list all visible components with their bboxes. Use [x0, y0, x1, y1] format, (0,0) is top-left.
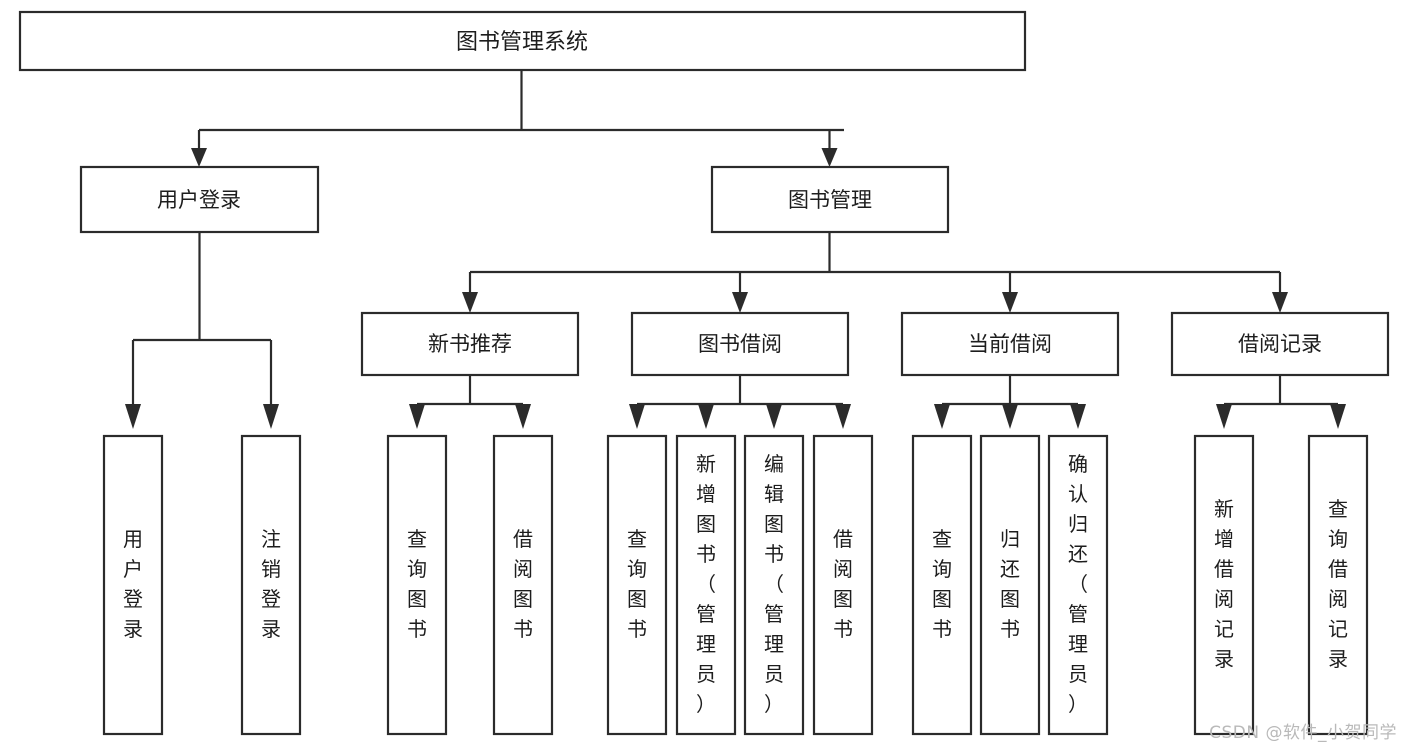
- connectors-borrowrecord-to-leaves: [1216, 375, 1346, 429]
- connectors-currentborrow-to-leaves: [934, 375, 1086, 429]
- leaf-node[interactable]: 查询图书: [386, 434, 448, 736]
- leaf-borrow-query-box[interactable]: [606, 434, 668, 736]
- node-book-manage-label: 图书管理: [788, 188, 872, 212]
- arrow-head-leaf-current-2: [1002, 404, 1018, 429]
- leaf-current-confirm-label: 确认归还（管理员）: [1068, 452, 1088, 716]
- leaf-node[interactable]: 查询图书: [911, 434, 973, 736]
- leaf-borrow-query-label: 查询图书: [627, 527, 647, 641]
- leaf-current-confirm-box[interactable]: [1047, 434, 1109, 736]
- leaf-node[interactable]: 新增图书（管理员）: [675, 434, 737, 736]
- leaf-node[interactable]: 归还图书: [979, 434, 1041, 736]
- leaf-current-return-box[interactable]: [979, 434, 1041, 736]
- node-user-login[interactable]: 用户登录: [79, 165, 320, 234]
- leaf-node[interactable]: 查询借阅记录: [1307, 434, 1369, 736]
- arrow-head-leaf-bookborrow-2: [698, 404, 714, 429]
- node-book-manage[interactable]: 图书管理: [710, 165, 950, 234]
- connectors-root-to-level2: [191, 70, 844, 167]
- leaf-current-return-label: 归还图书: [1000, 527, 1020, 641]
- node-book-manage-box[interactable]: [710, 165, 950, 234]
- connectors-bookborrow-to-leaves: [629, 375, 851, 429]
- leaf-node[interactable]: 新增借阅记录: [1193, 434, 1255, 736]
- node-book-borrow-label: 图书借阅: [698, 332, 782, 356]
- leaf-newbook-query-box[interactable]: [386, 434, 448, 736]
- leaf-node[interactable]: 编辑图书（管理员）: [743, 434, 805, 736]
- arrow-head-leaf-record-2: [1330, 404, 1346, 429]
- arrow-head-user-login: [191, 148, 207, 167]
- leaf-newbook-borrow-label: 借阅图书: [513, 527, 533, 641]
- leaf-node[interactable]: 确认归还（管理员）: [1047, 434, 1109, 736]
- leaf-node[interactable]: 注销登录: [240, 434, 302, 736]
- arrow-head-leaf-user-login-2: [263, 404, 279, 429]
- node-root-label: 图书管理系统: [456, 30, 588, 55]
- arrow-head-newbook: [462, 292, 478, 313]
- node-user-login-label: 用户登录: [157, 188, 241, 212]
- leaf-borrow-add-box[interactable]: [675, 434, 737, 736]
- leaf-node[interactable]: 借阅图书: [812, 434, 874, 736]
- leaf-borrow-add-label: 新增图书（管理员）: [696, 452, 716, 716]
- arrow-head-leaf-bookborrow-1: [629, 404, 645, 429]
- arrow-head-current: [1002, 292, 1018, 313]
- leaf-record-add-label: 新增借阅记录: [1214, 497, 1234, 671]
- node-new-book-recommend-label: 新书推荐: [428, 332, 512, 356]
- leaf-record-query-label: 查询借阅记录: [1328, 497, 1348, 671]
- node-new-book-recommend-box[interactable]: [360, 311, 580, 377]
- leaf-borrow-edit-label: 编辑图书（管理员）: [764, 452, 784, 716]
- node-current-borrow[interactable]: 当前借阅: [900, 311, 1120, 377]
- leaf-user-login-box[interactable]: [102, 434, 164, 736]
- node-borrow-record-label: 借阅记录: [1238, 332, 1322, 356]
- leaf-record-query-box[interactable]: [1307, 434, 1369, 736]
- leaf-newbook-query-label: 查询图书: [407, 527, 427, 641]
- arrow-head-leaf-record-1: [1216, 404, 1232, 429]
- leaf-node[interactable]: 借阅图书: [492, 434, 554, 736]
- leaf-record-add-box[interactable]: [1193, 434, 1255, 736]
- arrow-head-leaf-current-3: [1070, 404, 1086, 429]
- connectors-bookmanage-to-level3: [462, 232, 1288, 313]
- leaf-borrow-lend-box[interactable]: [812, 434, 874, 736]
- node-book-borrow[interactable]: 图书借阅: [630, 311, 850, 377]
- arrow-head-leaf-user-login-1: [125, 404, 141, 429]
- leaf-logout-label: 注销登录: [261, 527, 281, 641]
- arrow-head-leaf-newbook-1: [409, 404, 425, 429]
- node-new-book-recommend[interactable]: 新书推荐: [360, 311, 580, 377]
- leaf-node[interactable]: 用户登录: [102, 434, 164, 736]
- arrow-head-leaf-bookborrow-3: [766, 404, 782, 429]
- leaf-borrow-edit-box[interactable]: [743, 434, 805, 736]
- leaf-node[interactable]: 查询图书: [606, 434, 668, 736]
- node-root[interactable]: 图书管理系统: [18, 10, 1027, 72]
- arrow-head-record: [1272, 292, 1288, 313]
- arrow-head-book-manage: [821, 148, 838, 167]
- leaf-user-login-label: 用户登录: [123, 527, 143, 641]
- leaf-current-query-label: 查询图书: [932, 527, 952, 641]
- node-book-borrow-box[interactable]: [630, 311, 850, 377]
- leaf-current-query-box[interactable]: [911, 434, 973, 736]
- arrow-head-leaf-bookborrow-4: [835, 404, 851, 429]
- node-current-borrow-box[interactable]: [900, 311, 1120, 377]
- node-user-login-box[interactable]: [79, 165, 320, 234]
- leaf-newbook-borrow-box[interactable]: [492, 434, 554, 736]
- arrow-head-borrow: [732, 292, 748, 313]
- node-root-box[interactable]: [18, 10, 1027, 72]
- node-current-borrow-label: 当前借阅: [968, 332, 1052, 356]
- arrow-head-leaf-newbook-2: [515, 404, 531, 429]
- node-borrow-record-box[interactable]: [1170, 311, 1390, 377]
- node-borrow-record[interactable]: 借阅记录: [1170, 311, 1390, 377]
- leaf-logout-box[interactable]: [240, 434, 302, 736]
- connectors-userlogin-to-leaves: [125, 232, 279, 429]
- arrow-head-leaf-current-1: [934, 404, 950, 429]
- leaf-borrow-lend-label: 借阅图书: [833, 527, 853, 641]
- connectors-newbook-to-leaves: [409, 375, 531, 429]
